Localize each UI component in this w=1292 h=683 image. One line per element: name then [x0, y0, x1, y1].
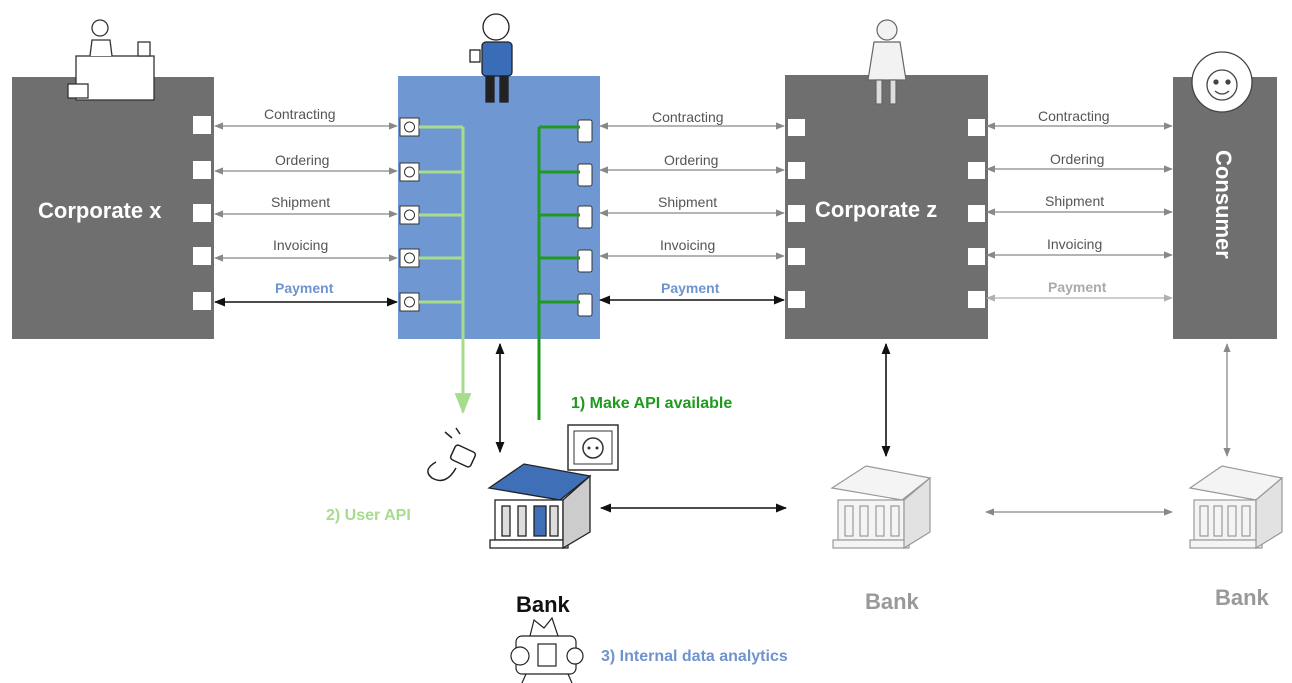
bank-z-label: Bank: [865, 589, 920, 614]
businessman-icon: [469, 13, 513, 103]
bank-connectors: [599, 503, 1173, 516]
corporate-x-label: Corporate x: [38, 198, 162, 223]
middle-flow-shipment: Shipment: [658, 194, 717, 210]
woman-on-phone-icon: [867, 19, 907, 105]
left-flow-invoicing: Invoicing: [273, 237, 328, 253]
right-flow-payment: Payment: [1048, 279, 1107, 295]
analytics-machine-icon: [510, 616, 584, 683]
person-at-desk-icon: [67, 19, 155, 101]
left-flow-shipment: Shipment: [271, 194, 330, 210]
bank-consumer-label: Bank: [1215, 585, 1270, 610]
vertical-connectors: [495, 342, 1231, 458]
right-flow-shipment: Shipment: [1045, 193, 1104, 209]
middle-flow-arrows: [598, 122, 786, 305]
middle-flow-payment: Payment: [661, 280, 720, 296]
consumer-face-icon: [1191, 51, 1253, 113]
plug-icon: [577, 119, 593, 317]
corporate-z-node: Corporate z: [785, 75, 988, 339]
consumer-node: Consumer: [1173, 77, 1277, 339]
consumer-label: Consumer: [1211, 150, 1236, 259]
bank-building-icon: [487, 463, 592, 550]
corporate-x-node: Corporate x: [12, 77, 214, 339]
socket-icon: [567, 424, 619, 471]
middle-flow-ordering: Ordering: [664, 152, 718, 168]
bank-main-label: Bank: [516, 592, 571, 617]
right-flow-arrows: [986, 122, 1173, 302]
left-flow-arrows: [213, 122, 399, 307]
bank-building-icon: [830, 465, 932, 550]
bank-building-icon: [1188, 465, 1284, 550]
right-flow-invoicing: Invoicing: [1047, 236, 1102, 252]
left-flow-ordering: Ordering: [275, 152, 329, 168]
middle-flow-invoicing: Invoicing: [660, 237, 715, 253]
left-flow-contracting: Contracting: [264, 106, 336, 122]
left-flow-payment: Payment: [275, 280, 334, 296]
corporate-z-label: Corporate z: [815, 197, 937, 222]
platform-node: [398, 76, 600, 339]
socket-icon: [399, 117, 420, 312]
right-flow-contracting: Contracting: [1038, 108, 1110, 124]
make-api-lines: [537, 125, 580, 420]
middle-flow-contracting: Contracting: [652, 109, 724, 125]
right-flow-ordering: Ordering: [1050, 151, 1104, 167]
step-make-api: 1) Make API available: [571, 395, 732, 412]
plug-icon: [427, 427, 477, 482]
step-user-api: 2) User API: [326, 507, 411, 524]
user-api-lines: [419, 125, 472, 415]
step-analytics: 3) Internal data analytics: [601, 648, 788, 665]
